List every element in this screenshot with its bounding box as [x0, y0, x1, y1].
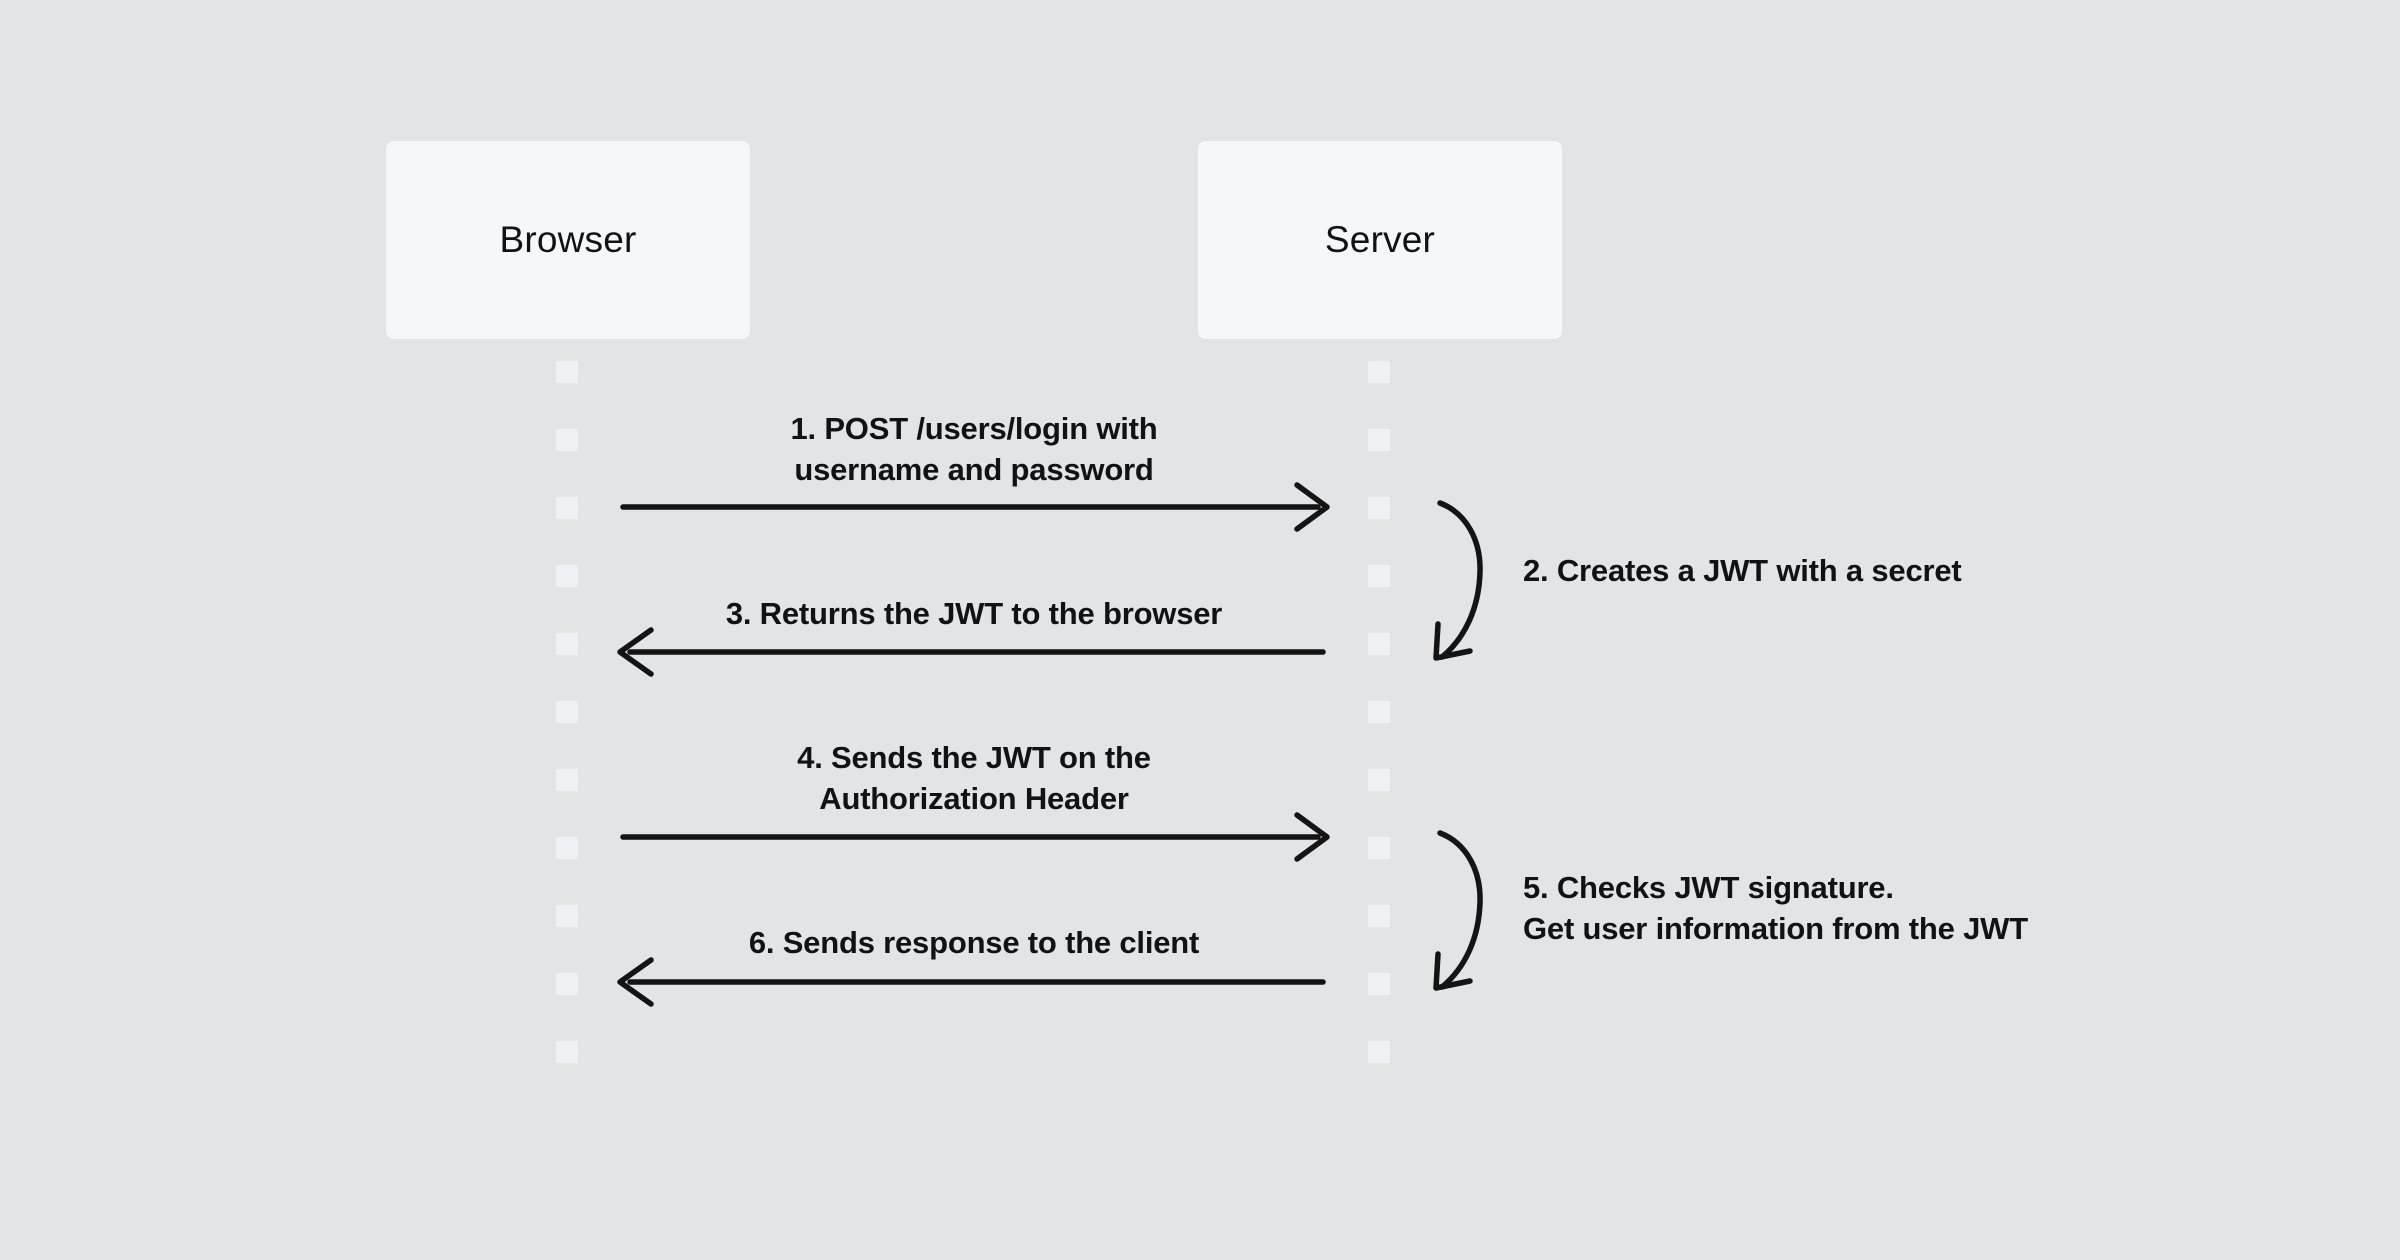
- message-1-arrow-right: [620, 482, 1330, 532]
- message-2-self-arrow: [1433, 500, 1483, 661]
- actor-box-server: Server: [1198, 141, 1562, 339]
- arrow-head-right: [1294, 812, 1330, 862]
- message-line: 4. Sends the JWT on the: [797, 740, 1151, 775]
- message-1-label: 1. POST /users/login with username and p…: [623, 408, 1325, 490]
- self-arrow-curve: [1437, 500, 1483, 660]
- self-arrow-head: [1433, 951, 1473, 991]
- arrow-head-left: [617, 957, 654, 1007]
- arrow-head-left: [617, 627, 654, 677]
- message-4-label: 4. Sends the JWT on the Authorization He…: [623, 737, 1325, 819]
- arrow-head-right: [1294, 482, 1330, 532]
- self-arrow-curve: [1437, 830, 1483, 990]
- lifeline-server: [1368, 361, 1390, 1064]
- message-4-arrow-right: [620, 812, 1330, 862]
- actor-box-browser: Browser: [386, 141, 750, 339]
- message-5-label: 5. Checks JWT signature. Get user inform…: [1523, 867, 2028, 949]
- actor-label-browser: Browser: [499, 219, 637, 260]
- self-arrow-head: [1433, 621, 1473, 661]
- message-line: 6. Sends response to the client: [748, 925, 1200, 960]
- message-3-label: 3. Returns the JWT to the browser: [623, 593, 1325, 634]
- message-6-arrow-left: [617, 957, 1326, 1007]
- message-2-label: 2. Creates a JWT with a secret: [1523, 550, 1962, 591]
- actor-label-server: Server: [1324, 219, 1436, 260]
- lifeline-browser: [556, 361, 578, 1064]
- message-line: 1. POST /users/login with: [790, 411, 1158, 446]
- message-line: Get user information from the JWT: [1523, 911, 2028, 946]
- message-5-self-arrow: [1433, 830, 1483, 991]
- message-6-label: 6. Sends response to the client: [623, 922, 1325, 963]
- message-line: 2. Creates a JWT with a secret: [1523, 553, 1962, 588]
- message-line: 5. Checks JWT signature.: [1523, 870, 1894, 905]
- message-line: username and password: [794, 452, 1154, 487]
- message-3-arrow-left: [617, 627, 1326, 677]
- message-line: 3. Returns the JWT to the browser: [725, 596, 1223, 631]
- message-line: Authorization Header: [819, 781, 1129, 816]
